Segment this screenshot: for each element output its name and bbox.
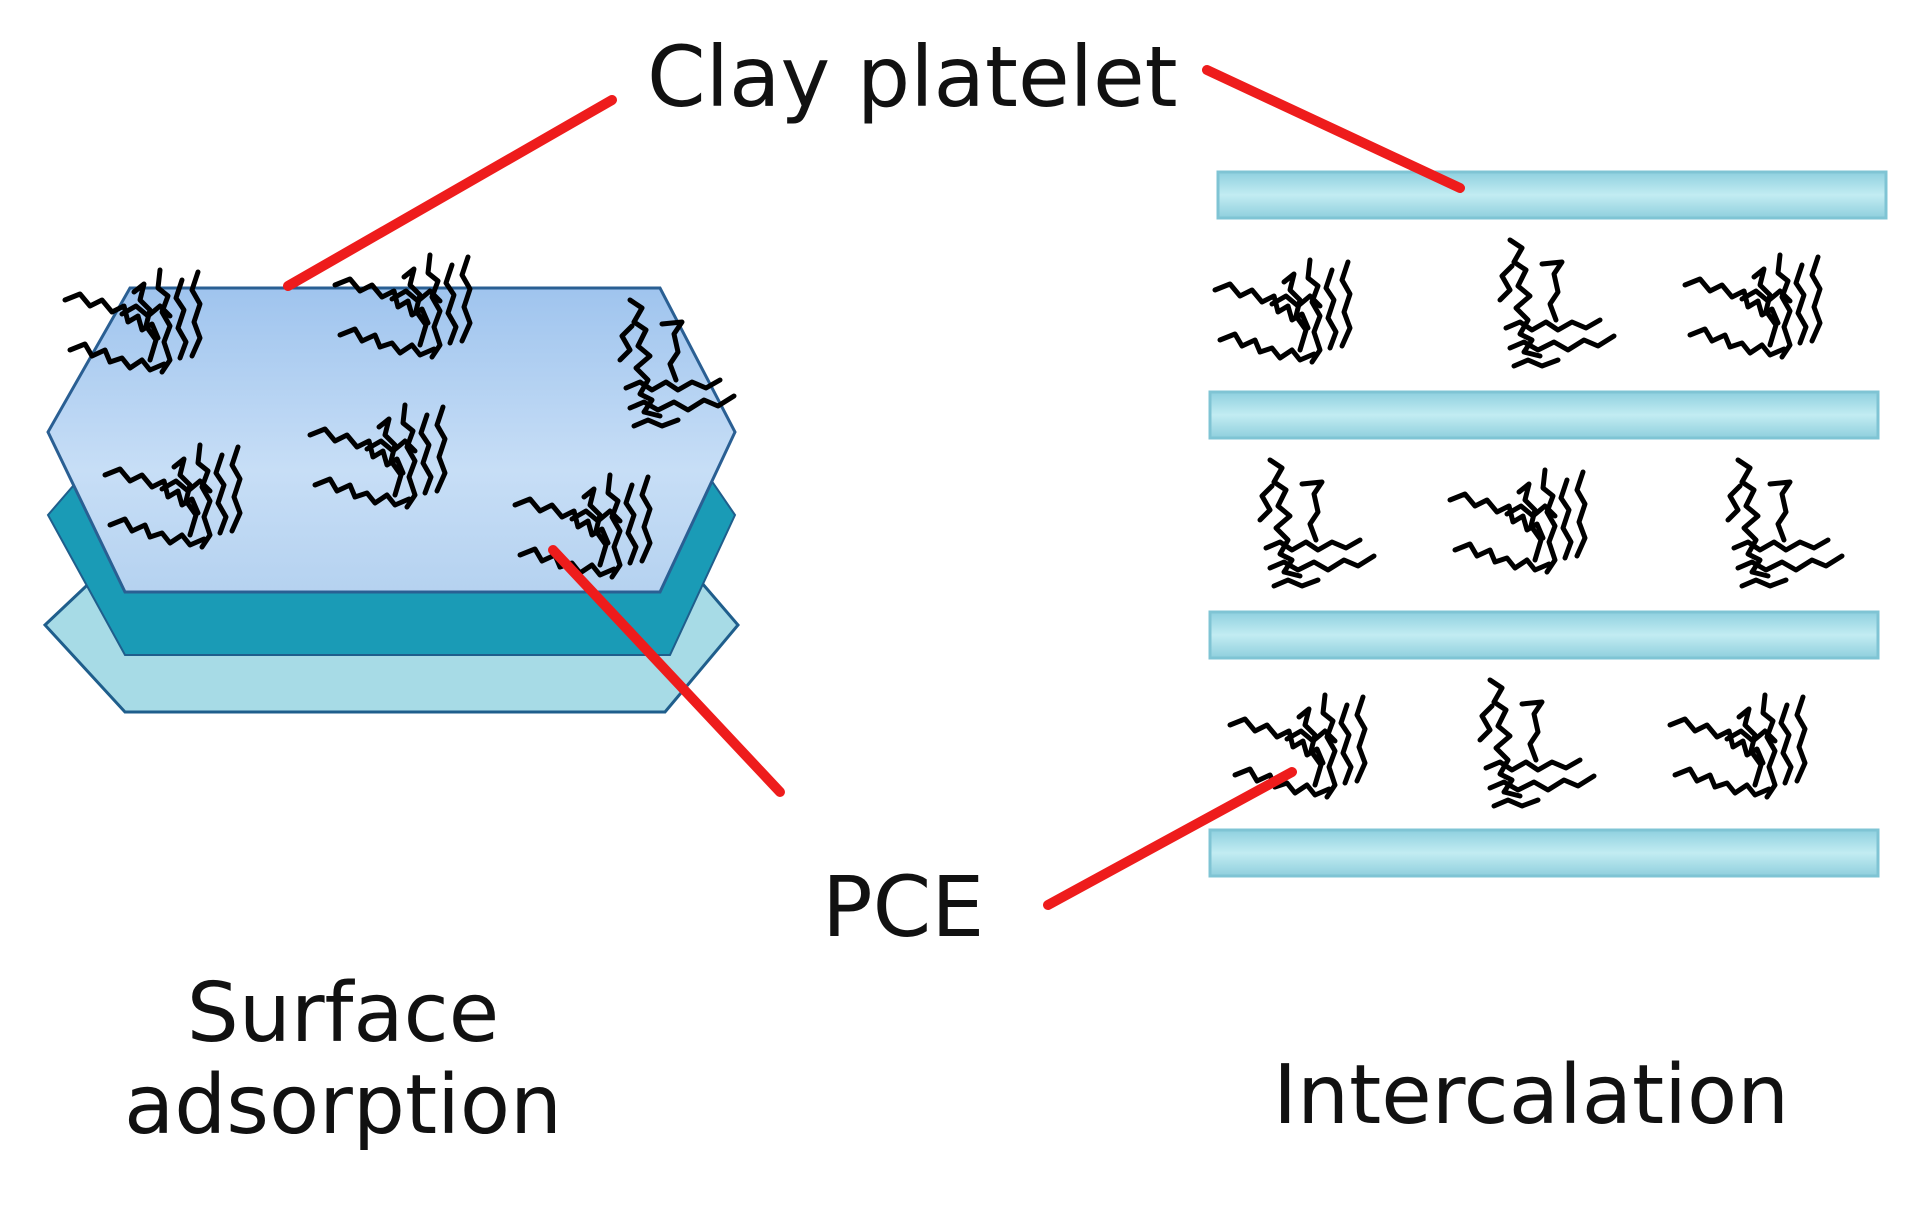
clay-platelet-icon <box>1208 610 1880 660</box>
intercalation-stack <box>1208 170 1888 878</box>
pce-pointer-left <box>548 545 785 797</box>
pce-polymer-coil-icon <box>1500 240 1614 366</box>
pce-polymer-coil-icon <box>1670 695 1805 797</box>
clay-pointer-left <box>283 95 617 291</box>
pce-polymer-coil-icon <box>1480 680 1594 806</box>
pce-pointer-right <box>1043 767 1297 910</box>
pce-polymer-coil-icon <box>1685 255 1820 357</box>
pce-polymer-coil-icon <box>1260 460 1374 586</box>
pointer-lines <box>283 65 1465 910</box>
surface-adsorption-label: Surface adsorption <box>123 966 563 1153</box>
pce-polymer-coil-icon <box>1450 470 1585 572</box>
intercalation-label: Intercalation <box>1273 1048 1790 1143</box>
clay-platelet-icon <box>1208 828 1880 878</box>
intercalated-pce-coils <box>1215 240 1842 806</box>
clay-pointer-right <box>1202 65 1465 193</box>
clay-platelet-icon <box>1208 390 1880 440</box>
pce-polymer-coil-icon <box>1215 260 1350 362</box>
pce-label: PCE <box>822 858 985 956</box>
clay-platelet-label: Clay platelet <box>647 28 1178 126</box>
clay-platelet-icon <box>1216 170 1888 220</box>
pce-polymer-coil-icon <box>1728 460 1842 586</box>
pce-polymer-coil-icon <box>1230 695 1365 797</box>
